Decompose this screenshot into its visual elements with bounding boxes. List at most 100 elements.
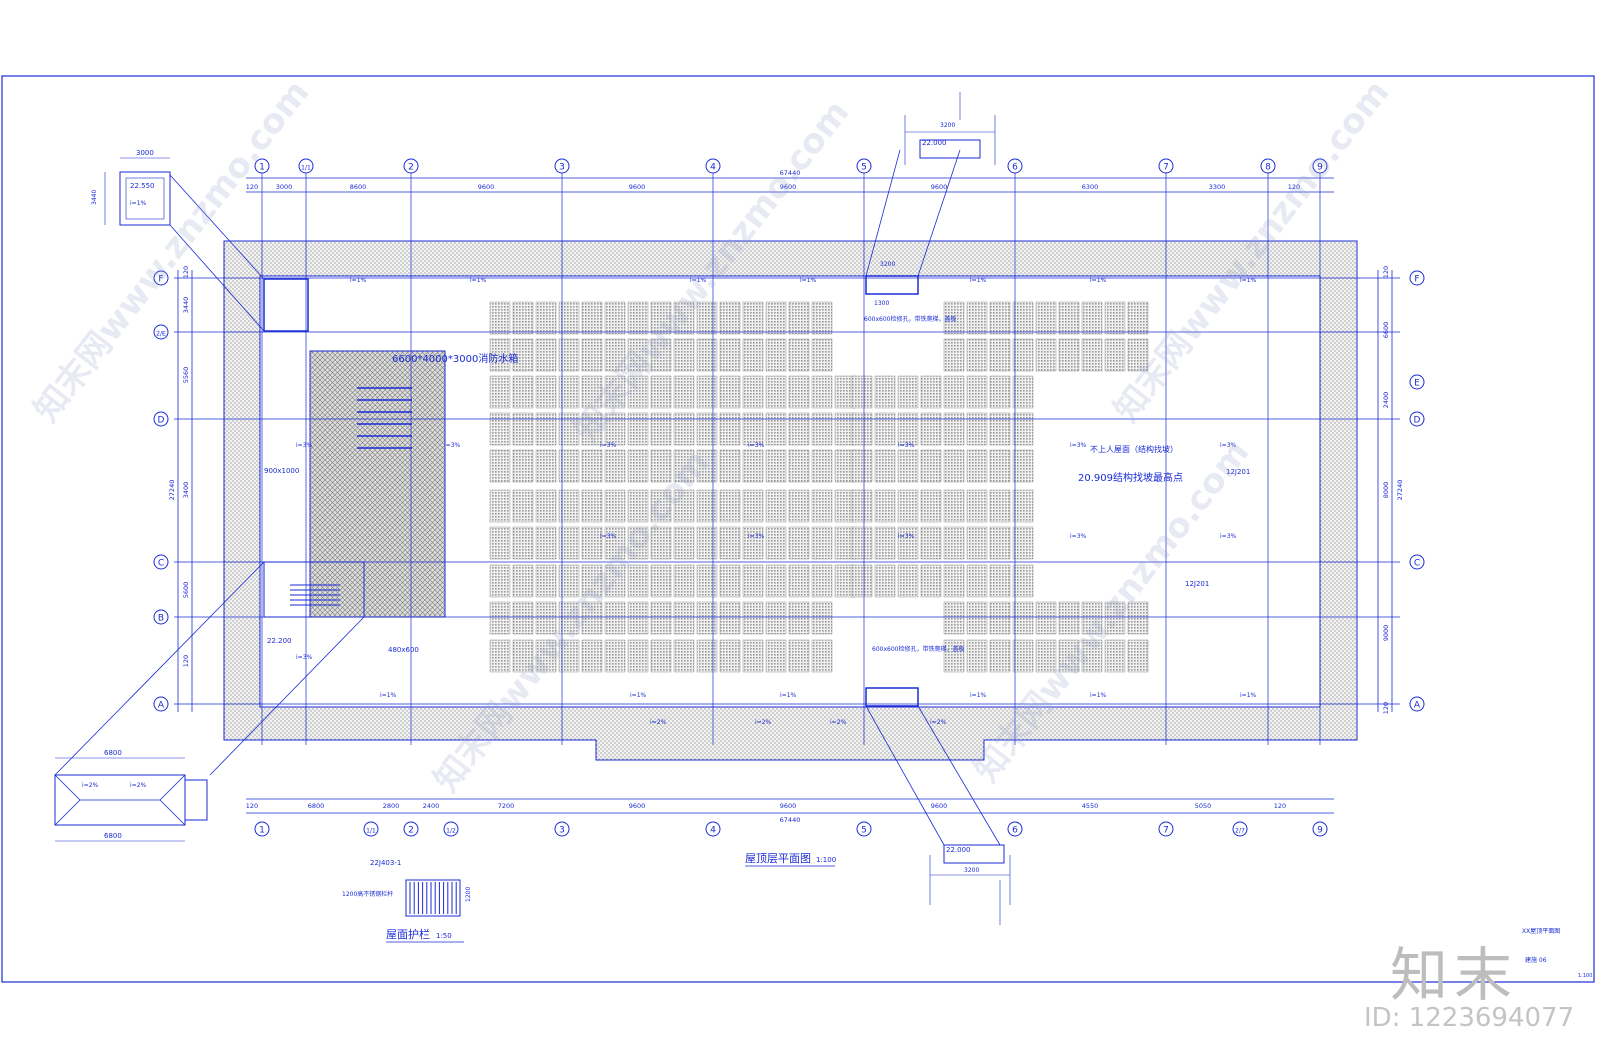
pv-panel [943,639,965,673]
pv-panel [874,564,896,598]
pv-panel [811,564,833,598]
slope-label: i=3% [444,442,461,449]
dim-right-segment: 2400 [1382,392,1390,409]
dim-right-segment: 8000 [1382,482,1390,499]
pv-panel [627,375,649,409]
pv-panel [489,639,511,673]
svg-text:2: 2 [408,163,414,173]
pv-panel [811,489,833,523]
svg-text:2: 2 [408,826,414,836]
detail-dim-3200-top: 3200 [940,122,955,129]
grid-bubble-top: 4 [705,158,721,174]
slope-label: i=1% [1240,692,1257,699]
svg-text:1/1: 1/1 [366,828,376,835]
pv-panel [627,338,649,372]
leader-lines [54,149,1001,846]
pv-panel [765,412,787,446]
detail-dim-3000: 3000 [136,149,154,157]
pv-panel [966,375,988,409]
svg-text:6: 6 [1012,826,1018,836]
pv-panel [489,375,511,409]
pv-panel [604,338,626,372]
svg-text:3: 3 [559,826,565,836]
dim-bottom-segment: 2400 [423,802,440,810]
pv-panel [696,564,718,598]
pv-panel [874,489,896,523]
dim-bottom-segment: 6800 [308,802,325,810]
dim-bottom-segment: 120 [246,802,258,810]
railing-detail [405,879,461,917]
dim-bottom-segment: 7200 [498,802,515,810]
slope-labels: i=3%i=3%i=3%i=3%i=3%i=3%i=3%i=3%i=3%i=3%… [82,200,1257,789]
pv-panel [811,526,833,560]
pv-panel [1012,639,1034,673]
tb-small-1: XX屋顶平面图 [1522,928,1560,935]
pv-panel [1035,639,1057,673]
slope-label: i=1% [1090,692,1107,699]
pv-panel [512,564,534,598]
pv-panel [966,338,988,372]
pv-panel [943,564,965,598]
pv-panel [489,449,511,483]
svg-text:A: A [158,701,165,711]
slope-label: i=3% [898,533,915,540]
main-scale: 1:100 [816,856,836,864]
pv-panel [512,601,534,635]
slope-label: i=2% [650,719,667,726]
railing-bars [409,882,457,914]
pv-panel [719,639,741,673]
slope-label: i=1% [350,277,367,284]
pv-panel [650,301,672,335]
pv-panel [742,564,764,598]
pv-panel [558,601,580,635]
grid-bubble-bottom: 1/2 [443,821,459,837]
pv-panel [811,412,833,446]
svg-text:5: 5 [861,163,867,173]
slope-label: i=1% [130,200,147,207]
pv-panel [512,338,534,372]
pv-panel [581,564,603,598]
grid-bubble-left: B [153,609,169,625]
pv-panel [966,564,988,598]
dim-left-segment: 5600 [182,582,190,599]
grid-bubble-left: C [153,554,169,570]
dim-bottom-segment: 9600 [780,802,797,810]
pv-panel [1127,338,1149,372]
grid-bubble-bottom: 7 [1158,821,1174,837]
roof-hatch-top [865,275,919,295]
pv-panel [943,412,965,446]
grid-bubble-bottom: 1 [254,821,270,837]
pv-panel [851,489,873,523]
pv-panel [874,449,896,483]
pv-panel [1012,301,1034,335]
dim-right-segment: 9000 [1382,625,1390,642]
pv-panel [673,489,695,523]
svg-text:1/2: 1/2 [446,828,456,835]
slope-label: i=3% [898,442,915,449]
pv-panel [696,412,718,446]
dim-bottom-segment: 9600 [931,802,948,810]
dim-bottom-segment: 9600 [629,802,646,810]
pv-panel [696,526,718,560]
detail-elev-top: 22.000 [922,139,947,147]
pv-panel [966,526,988,560]
pv-panel [673,412,695,446]
pv-panel [673,301,695,335]
dim-left-segment: 3440 [182,297,190,314]
pv-panel [1104,639,1126,673]
detail-dim-6800-b: 6800 [104,832,122,840]
pv-panel [742,526,764,560]
pv-panel [811,639,833,673]
sheet-border [1,75,1595,983]
slope-label: i=3% [296,442,313,449]
grid-bubble-right: F [1409,270,1425,286]
dim-left-segment: 5560 [182,367,190,384]
dim-top-segment: 9600 [780,183,797,191]
pv-panel [742,639,764,673]
pv-panel [788,338,810,372]
pv-panel [811,375,833,409]
pv-panel [650,564,672,598]
grid-bubble-top: 1/1 [298,158,314,174]
pv-panel [742,412,764,446]
pv-panel [989,412,1011,446]
